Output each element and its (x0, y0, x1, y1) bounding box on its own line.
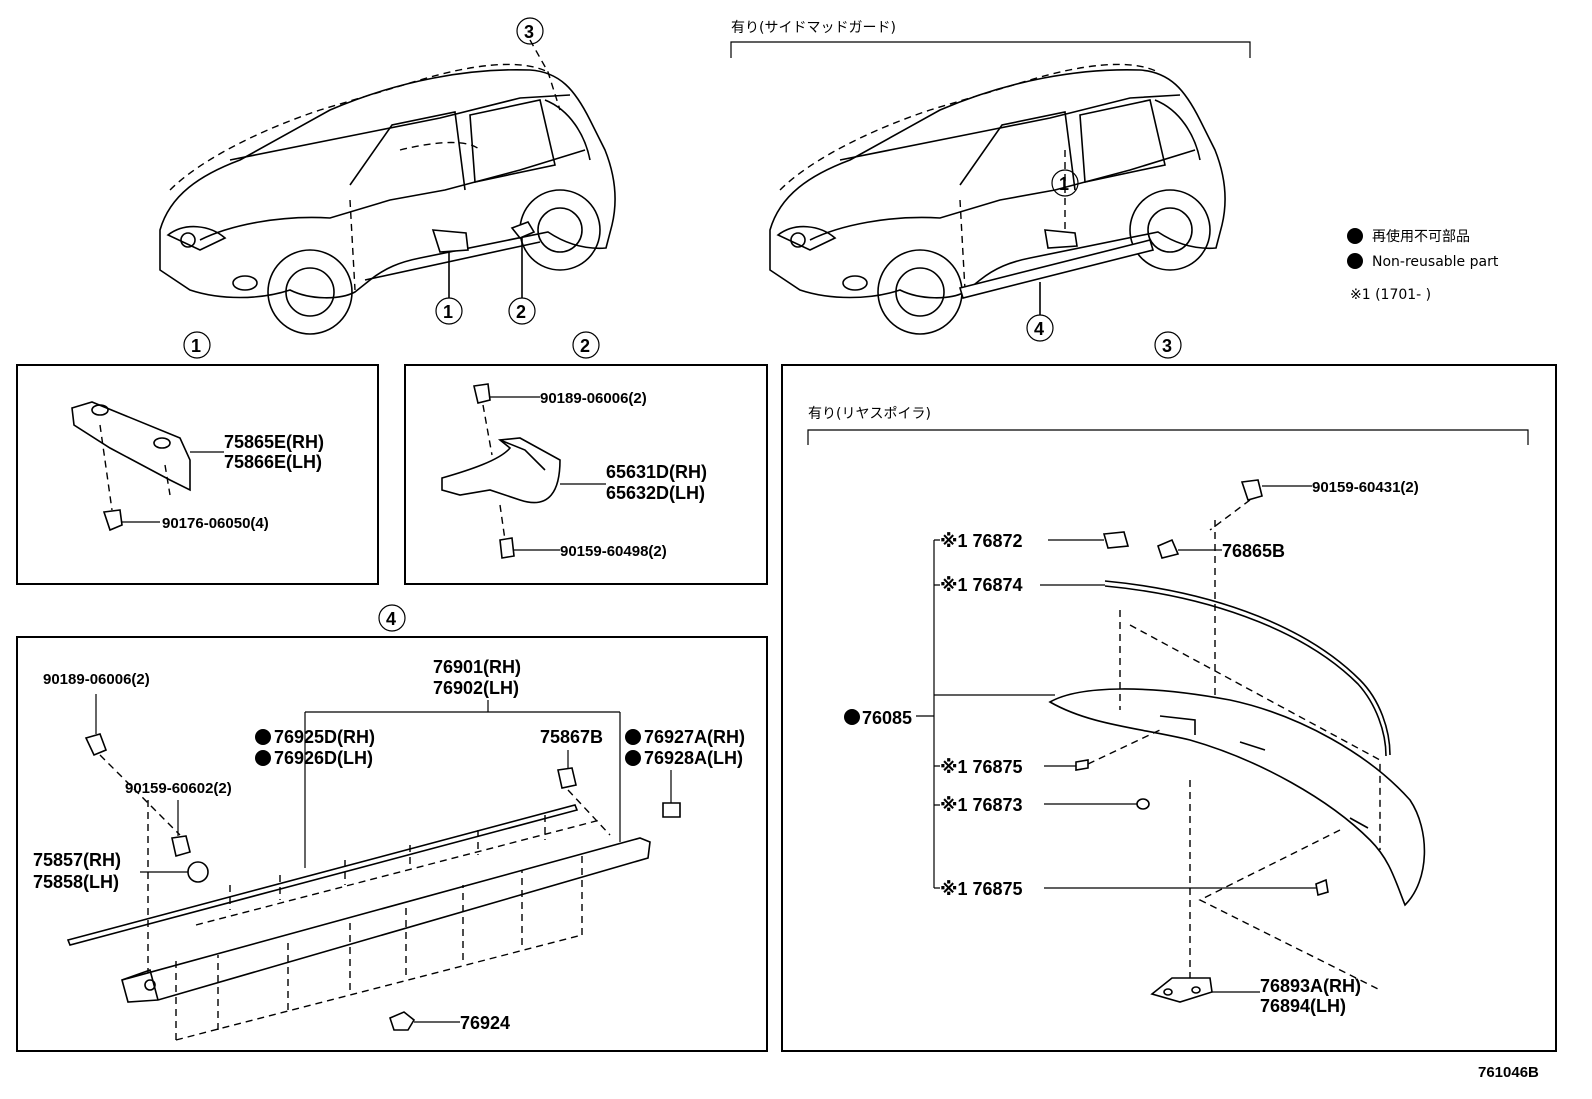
non-reusable-dot-icon (625, 750, 641, 766)
svg-text:3: 3 (524, 22, 534, 42)
footer-code: 761046B (1478, 1064, 1539, 1081)
box-title-2: 2 (572, 331, 600, 359)
label-90159-60431: 90159-60431(2) (1312, 479, 1419, 496)
label-76926d: 76926D(LH) (274, 748, 373, 768)
label-76872: ※1 76872 (940, 531, 1023, 551)
label-76894: 76894(LH) (1260, 996, 1346, 1016)
car-illustration-right (769, 63, 1226, 335)
box-title-1: 1 (183, 331, 211, 359)
label-76875-b: ※1 76875 (940, 879, 1023, 899)
label-65631d: 65631D(RH) (606, 462, 707, 482)
callout-3-left: 3 (516, 17, 544, 45)
variant-label-rear-spoiler: 有り(リヤスポイラ) (808, 406, 931, 422)
label-76874: ※1 76874 (940, 575, 1023, 595)
label-90189-06006-box2: 90189-06006(2) (540, 390, 647, 407)
svg-text:4: 4 (386, 609, 396, 629)
label-76924: 76924 (460, 1013, 510, 1033)
label-90176-06050: 90176-06050(4) (162, 515, 269, 532)
non-reusable-dot-icon (255, 729, 271, 745)
label-90189-06006-box4: 90189-06006(2) (43, 671, 150, 688)
legend-dot-icon (1347, 228, 1363, 244)
non-reusable-dot-icon (844, 709, 860, 725)
label-76925d: 76925D(RH) (274, 727, 375, 747)
label-75867b: 75867B (540, 727, 603, 747)
label-76901: 76901(RH) (433, 657, 521, 677)
callout-2-left: 2 (508, 297, 536, 325)
label-76927a: 76927A(RH) (644, 727, 745, 747)
legend-non-reusable-en: Non-reusable part (1372, 254, 1499, 270)
label-90159-60602: 90159-60602(2) (125, 780, 232, 797)
svg-text:1: 1 (443, 302, 453, 322)
svg-text:2: 2 (580, 336, 590, 356)
legend: 再使用不可部品 Non-reusable part ※1 (1701- ) (1347, 228, 1499, 303)
label-76085: 76085 (862, 708, 912, 728)
label-75858: 75858(LH) (33, 872, 119, 892)
detail-box-1: 75865E(RH) 75866E(LH) 90176-06050(4) (16, 364, 379, 585)
non-reusable-dot-icon (625, 729, 641, 745)
variant-bracket-rear-spoiler (807, 429, 1529, 445)
legend-dot-icon (1347, 253, 1363, 269)
variant-bracket-side-mudguard (730, 41, 1251, 58)
box-title-3: 3 (1154, 331, 1182, 359)
detail-box-2: 90189-06006(2) 65631D(RH) 65632D(LH) 901… (404, 364, 768, 585)
label-76893a: 76893A(RH) (1260, 976, 1361, 996)
label-75865e: 75865E(RH) (224, 432, 324, 452)
detail-box-3: 有り(リヤスポイラ) 90159-60431(2) 76865B ※1 7687… (781, 364, 1557, 1052)
callout-1-left: 1 (435, 297, 463, 325)
car-illustration-left (159, 39, 616, 335)
legend-note: ※1 (1701- ) (1350, 287, 1431, 303)
label-75866e: 75866E(LH) (224, 452, 322, 472)
callout-4-right: 4 (1026, 314, 1054, 342)
label-76865b: 76865B (1222, 541, 1285, 561)
callout-1-right: 1 (1051, 169, 1079, 197)
label-75857: 75857(RH) (33, 850, 121, 870)
non-reusable-dot-icon (255, 750, 271, 766)
svg-text:1: 1 (1059, 174, 1069, 194)
svg-text:2: 2 (516, 302, 526, 322)
label-65632d: 65632D(LH) (606, 483, 705, 503)
svg-text:1: 1 (191, 336, 201, 356)
variant-label-side-mudguard: 有り(サイドマッドガード) (731, 20, 896, 36)
svg-text:4: 4 (1034, 319, 1044, 339)
label-76902: 76902(LH) (433, 678, 519, 698)
label-76928a: 76928A(LH) (644, 748, 743, 768)
legend-non-reusable-jp: 再使用不可部品 (1372, 228, 1470, 245)
label-76875-a: ※1 76875 (940, 757, 1023, 777)
box-title-4: 4 (378, 604, 406, 632)
label-76873: ※1 76873 (940, 795, 1023, 815)
svg-text:3: 3 (1162, 336, 1172, 356)
detail-box-4: 90189-06006(2) 90159-60602(2) 75857(RH) … (16, 636, 768, 1052)
label-90159-60498: 90159-60498(2) (560, 543, 667, 560)
